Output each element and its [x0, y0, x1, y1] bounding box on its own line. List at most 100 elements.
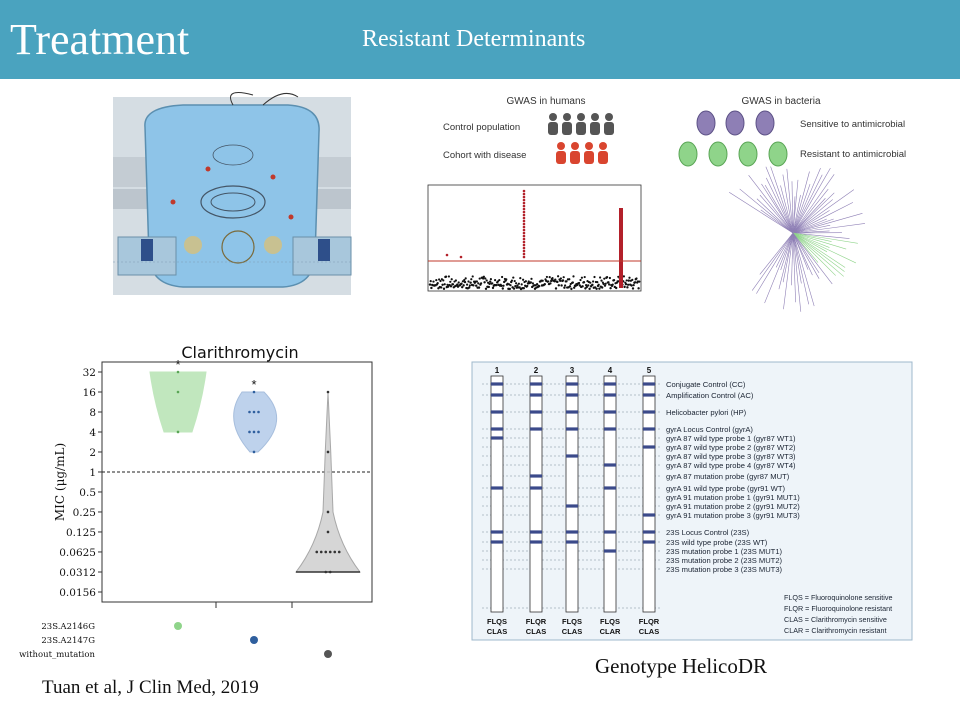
phylogenetic-tree [729, 166, 866, 312]
manhattan-point [472, 284, 475, 287]
manhattan-point [466, 283, 469, 286]
manhattan-point [505, 278, 508, 281]
tree-branch [770, 203, 794, 234]
strip-band [491, 486, 503, 490]
manhattan-point [599, 276, 602, 279]
y-tick-label: 0.0156 [59, 587, 96, 599]
manhattan-point [627, 279, 630, 282]
manhattan-point [543, 283, 546, 286]
manhattan-point [609, 286, 612, 290]
tree-branch [792, 207, 794, 234]
manhattan-point [430, 286, 433, 290]
manhattan-point [477, 282, 480, 285]
y-tick-label: 0.0312 [59, 567, 96, 579]
tree-branch [780, 185, 788, 210]
tree-branch [814, 254, 836, 276]
lane-cla-label: CLAS [639, 627, 659, 636]
manhattan-point [461, 280, 464, 283]
manhattan-point [524, 280, 527, 283]
manhattan-plot [428, 189, 641, 291]
tree-branch [791, 232, 794, 260]
strip-band [530, 427, 542, 431]
manhattan-point [596, 280, 599, 284]
manhattan-point [611, 283, 614, 286]
strip-band [643, 393, 655, 397]
manhattan-point [613, 279, 616, 282]
manhattan-point [487, 285, 490, 289]
tree-branch [811, 230, 830, 233]
manhattan-hit-point [522, 201, 526, 205]
manhattan-point [571, 281, 574, 284]
manhattan-point [447, 275, 450, 278]
manhattan-point [428, 283, 432, 286]
strip-band [604, 486, 616, 490]
manhattan-point [603, 284, 607, 287]
tree-branch [759, 194, 777, 215]
tree-branch [792, 200, 808, 234]
tree-branch [791, 259, 793, 286]
manhattan-point [600, 279, 603, 282]
sensitive-bacteria-icons [696, 110, 775, 136]
lane-flq-label: FLQS [600, 617, 620, 626]
manhattan-point [536, 283, 539, 286]
manhattan-point [489, 278, 492, 281]
manhattan-point [549, 282, 552, 285]
data-point [257, 410, 260, 414]
y-tick-label: 32 [83, 367, 96, 379]
tree-branch [802, 253, 813, 276]
strip-band [491, 530, 503, 534]
person-icon [556, 142, 566, 164]
lane-number: 5 [647, 366, 652, 375]
tree-branch [792, 227, 830, 234]
manhattan-point [635, 277, 638, 280]
strip-band [491, 393, 503, 397]
strip-band [530, 474, 542, 478]
person-icon [598, 142, 608, 164]
manhattan-point [508, 287, 511, 291]
strip-legend-entry: CLAS = Clarithromycin sensitive [784, 615, 887, 624]
manhattan-hit-point [459, 255, 463, 259]
strip-band [491, 382, 503, 386]
probe-label: Amplification Control (AC) [666, 391, 754, 400]
manhattan-point [548, 276, 551, 279]
group-label: without_mutation [19, 650, 95, 660]
person-icon [576, 113, 586, 135]
manhattan-point [449, 285, 453, 288]
strip-legend-entry: FLQR = Fluoroquinolone resistant [784, 604, 892, 613]
manhattan-point [454, 279, 457, 282]
group-marker [324, 650, 332, 658]
manhattan-point [597, 283, 600, 286]
tree-branch [792, 232, 820, 242]
tree-branch [766, 210, 794, 234]
group-label: 23S.A2147G [41, 636, 95, 646]
tree-branch [778, 208, 794, 234]
strip-panel-background [471, 361, 913, 641]
manhattan-hit-point [522, 249, 526, 253]
strip-band [566, 454, 578, 458]
strip-band [566, 427, 578, 431]
lane-cla-label: CLAR [600, 627, 621, 636]
manhattan-hit-point [522, 219, 526, 223]
lane-number: 1 [495, 366, 500, 375]
tree-branch [807, 174, 823, 204]
tree-branch [786, 168, 791, 201]
strip-band [530, 530, 542, 534]
data-point [324, 570, 328, 574]
strip-band [604, 549, 616, 553]
tree-branch [792, 215, 814, 234]
tree-branch [756, 263, 775, 294]
data-point [326, 450, 330, 454]
group-marker [250, 636, 258, 644]
manhattan-point [469, 281, 472, 284]
manhattan-point [447, 285, 450, 288]
tree-branch [805, 255, 820, 279]
manhattan-hit-point [522, 213, 526, 217]
manhattan-point [467, 280, 470, 283]
tree-branch [782, 257, 789, 283]
tree-branch [811, 240, 830, 248]
manhattan-point [598, 287, 601, 290]
probe-label: gyrA 87 wild type probe 1 (gyr87 WT1) [666, 434, 796, 443]
manhattan-point [628, 276, 631, 279]
data-point [176, 390, 180, 394]
group-label: 23S.A2146G [41, 622, 95, 632]
